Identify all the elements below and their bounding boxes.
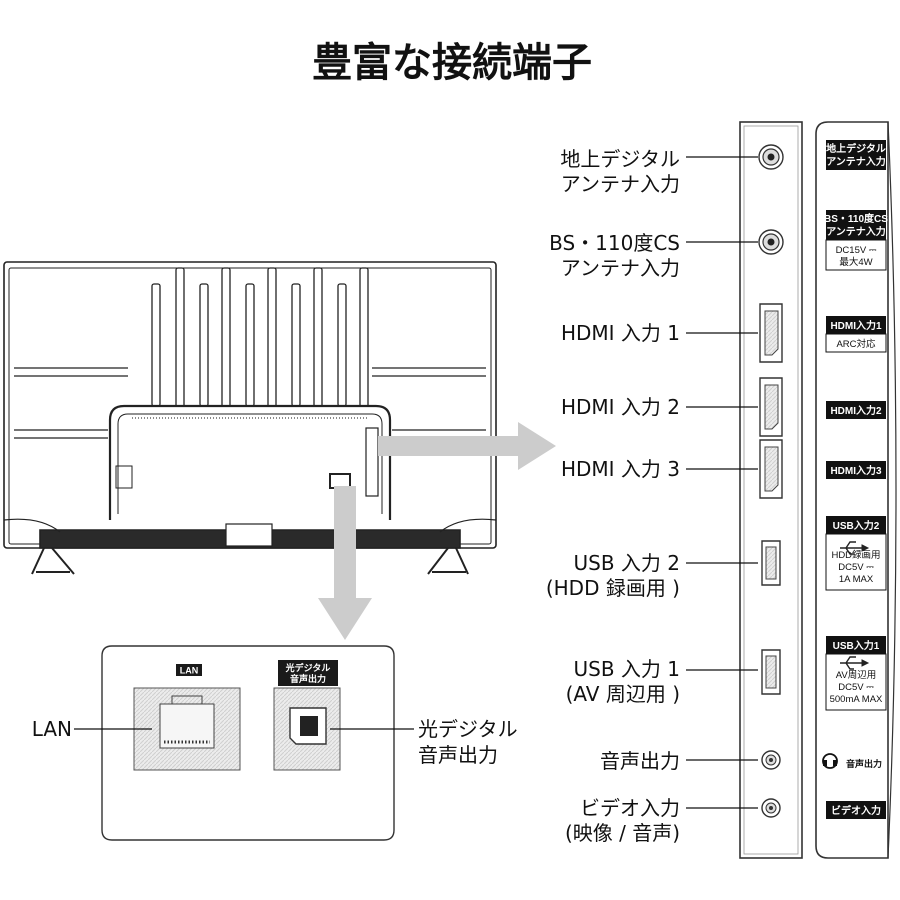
lan-tag: LAN bbox=[180, 666, 199, 676]
port-tag: HDMI入力1 bbox=[830, 319, 882, 332]
port-note: 1A MAX bbox=[839, 574, 874, 585]
headphone-icon bbox=[822, 753, 838, 769]
port-note: DC5V ⎓ bbox=[838, 562, 874, 573]
port-note: DC15V ⎓ bbox=[836, 245, 877, 256]
port-tag-bg bbox=[826, 140, 886, 170]
port-label: BS・110度CS bbox=[549, 231, 680, 255]
port-note: DC5V ⎓ bbox=[838, 682, 874, 693]
port-label: USB 入力 1 bbox=[574, 657, 681, 681]
port-tag-bg bbox=[826, 316, 886, 334]
hdmi-port-icon bbox=[759, 377, 783, 437]
port-label: ビデオ入力 bbox=[580, 796, 680, 820]
tv-back-illustration bbox=[3, 261, 497, 575]
port-label: HDMI 入力 2 bbox=[561, 395, 680, 419]
port-label: 音声出力 bbox=[600, 749, 680, 773]
port-note-box bbox=[825, 533, 887, 591]
port-tag-bg bbox=[826, 516, 886, 534]
optical-label-line-1: 光デジタル bbox=[418, 717, 518, 741]
port-tag: 地上デジタル bbox=[826, 142, 886, 155]
coax-connector-icon bbox=[758, 229, 784, 255]
port-tag-bg bbox=[826, 210, 886, 240]
hdmi-port-icon bbox=[759, 303, 783, 363]
port-tag: BS・110度CS bbox=[824, 212, 888, 225]
port-label: (AV 周辺用 ) bbox=[566, 682, 680, 706]
port-item: 音声出力 音声出力 bbox=[600, 749, 886, 773]
port-label: アンテナ入力 bbox=[561, 172, 680, 196]
port-item: HDMI 入力 3 HDMI入力3 bbox=[561, 439, 886, 499]
optical-tag-line-2: 音声出力 bbox=[290, 673, 326, 685]
port-note-box bbox=[825, 333, 887, 353]
port-tag: HDMI入力2 bbox=[830, 404, 882, 417]
port-tag: USB入力1 bbox=[833, 639, 880, 652]
port-tag-bg bbox=[826, 636, 886, 654]
port-tag-bg bbox=[826, 801, 886, 819]
port-label: HDMI 入力 1 bbox=[561, 321, 680, 345]
usb-port-icon bbox=[761, 540, 781, 586]
optical-tag-line-1: 光デジタル bbox=[285, 662, 331, 674]
port-tag: HDMI入力3 bbox=[830, 464, 882, 477]
inset-panel: LAN 光デジタル 音声出力 LAN 光デジタル 音声出力 bbox=[32, 645, 518, 841]
port-note: HDD録画用 bbox=[831, 549, 880, 561]
page-title: 豊富な接続端子 bbox=[312, 40, 592, 86]
port-note: AV周辺用 bbox=[836, 670, 876, 681]
callout-arrows bbox=[318, 422, 556, 640]
port-note: 500mA MAX bbox=[830, 694, 883, 705]
audio-jack-icon bbox=[761, 798, 781, 818]
usb-port-icon bbox=[761, 649, 781, 695]
lan-label: LAN bbox=[32, 717, 72, 741]
port-label: USB 入力 2 bbox=[574, 551, 681, 575]
optical-label-line-2: 音声出力 bbox=[418, 743, 498, 767]
port-tag: ビデオ入力 bbox=[831, 804, 881, 817]
port-label: 地上デジタル bbox=[560, 147, 680, 171]
port-tag-bg bbox=[842, 754, 886, 772]
port-note: 最大4W bbox=[839, 256, 872, 268]
port-note-box bbox=[825, 239, 887, 271]
port-tag-bg bbox=[826, 401, 886, 419]
port-tag: アンテナ入力 bbox=[826, 225, 886, 238]
port-tag-bg bbox=[826, 461, 886, 479]
port-item: HDMI 入力 2 HDMI入力2 bbox=[561, 377, 886, 437]
port-tag: USB入力2 bbox=[833, 519, 880, 532]
coax-connector-icon bbox=[758, 144, 784, 170]
port-tag: 音声出力 bbox=[846, 758, 882, 769]
port-label: HDMI 入力 3 bbox=[561, 457, 680, 481]
hdmi-port-icon bbox=[759, 439, 783, 499]
port-label: アンテナ入力 bbox=[561, 256, 680, 280]
port-item: ビデオ入力(映像 / 音声)ビデオ入力 bbox=[565, 796, 886, 845]
port-tag: アンテナ入力 bbox=[826, 155, 886, 168]
port-label: (HDD 録画用 ) bbox=[546, 576, 680, 600]
audio-jack-icon bbox=[761, 750, 781, 770]
port-label: (映像 / 音声) bbox=[565, 821, 680, 845]
usb-trident-icon bbox=[840, 541, 870, 670]
port-note: ARC対応 bbox=[836, 338, 876, 350]
